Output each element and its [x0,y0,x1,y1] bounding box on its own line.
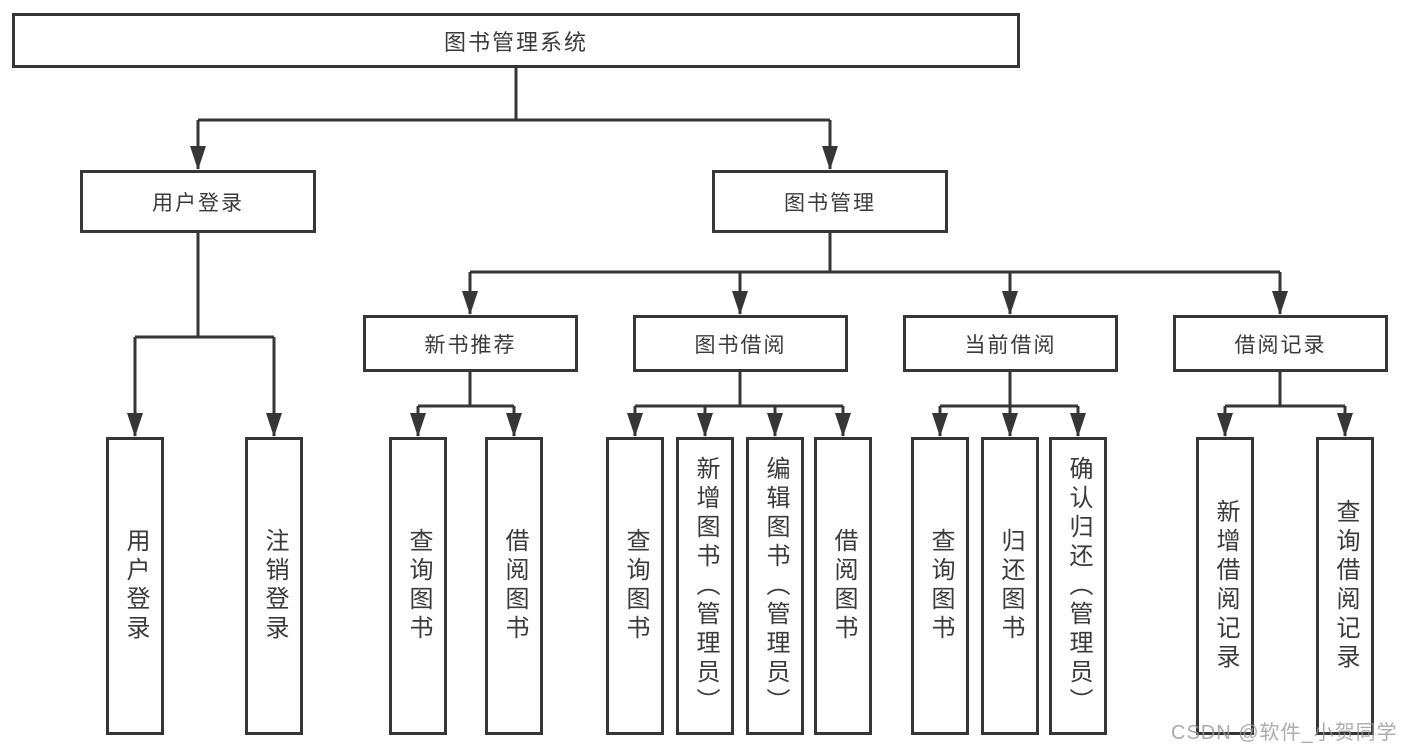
node-label: 新增借阅记录 [1212,499,1239,673]
node-label: 借阅图书 [501,528,528,644]
node-label: 图书借阅 [694,333,787,357]
node-label: 用户登录 [152,191,244,215]
node-label: 注销登录 [261,528,288,644]
node-label: 编辑图书（管理员） [762,455,789,717]
node-label: 归还图书 [997,528,1024,644]
leaf-borrow-add-book-admin: 新增图书（管理员） [676,437,734,735]
leaf-records-add-record: 新增借阅记录 [1196,437,1254,735]
node-user-login-branch: 用户登录 [80,170,316,233]
node-label: 查询借阅记录 [1332,499,1359,673]
node-label: 查询图书 [405,528,432,644]
node-label: 新增图书（管理员） [692,455,719,717]
leaf-newrec-borrow-book: 借阅图书 [485,437,543,735]
node-new-book-recommend: 新书推荐 [363,315,578,372]
node-current-borrow: 当前借阅 [903,315,1118,372]
leaf-borrow-borrow-book: 借阅图书 [814,437,872,735]
leaf-logout: 注销登录 [245,437,303,735]
node-root-system: 图书管理系统 [12,13,1020,68]
leaf-current-confirm-return-admin: 确认归还（管理员） [1049,437,1107,735]
node-book-management: 图书管理 [712,170,948,233]
node-label: 借阅记录 [1234,333,1327,357]
node-book-borrow: 图书借阅 [633,315,848,372]
leaf-borrow-edit-book-admin: 编辑图书（管理员） [746,437,804,735]
node-label: 图书管理 [784,191,876,215]
leaf-current-query-book: 查询图书 [911,437,969,735]
node-label: 图书管理系统 [443,29,588,55]
node-label: 借阅图书 [830,528,857,644]
leaf-borrow-query-book: 查询图书 [606,437,664,735]
leaf-user-login: 用户登录 [106,437,164,735]
leaf-current-return-book: 归还图书 [981,437,1039,735]
node-label: 当前借阅 [964,333,1057,357]
node-label: 确认归还（管理员） [1065,455,1092,717]
node-label: 用户登录 [122,528,149,644]
leaf-newrec-query-book: 查询图书 [389,437,447,735]
node-borrow-records: 借阅记录 [1173,315,1388,372]
node-label: 查询图书 [927,528,954,644]
leaf-records-query-record: 查询借阅记录 [1316,437,1374,735]
node-label: 新书推荐 [424,333,517,357]
watermark: CSDN @软件_小贺同学 [1171,722,1398,744]
node-label: 查询图书 [622,528,649,644]
